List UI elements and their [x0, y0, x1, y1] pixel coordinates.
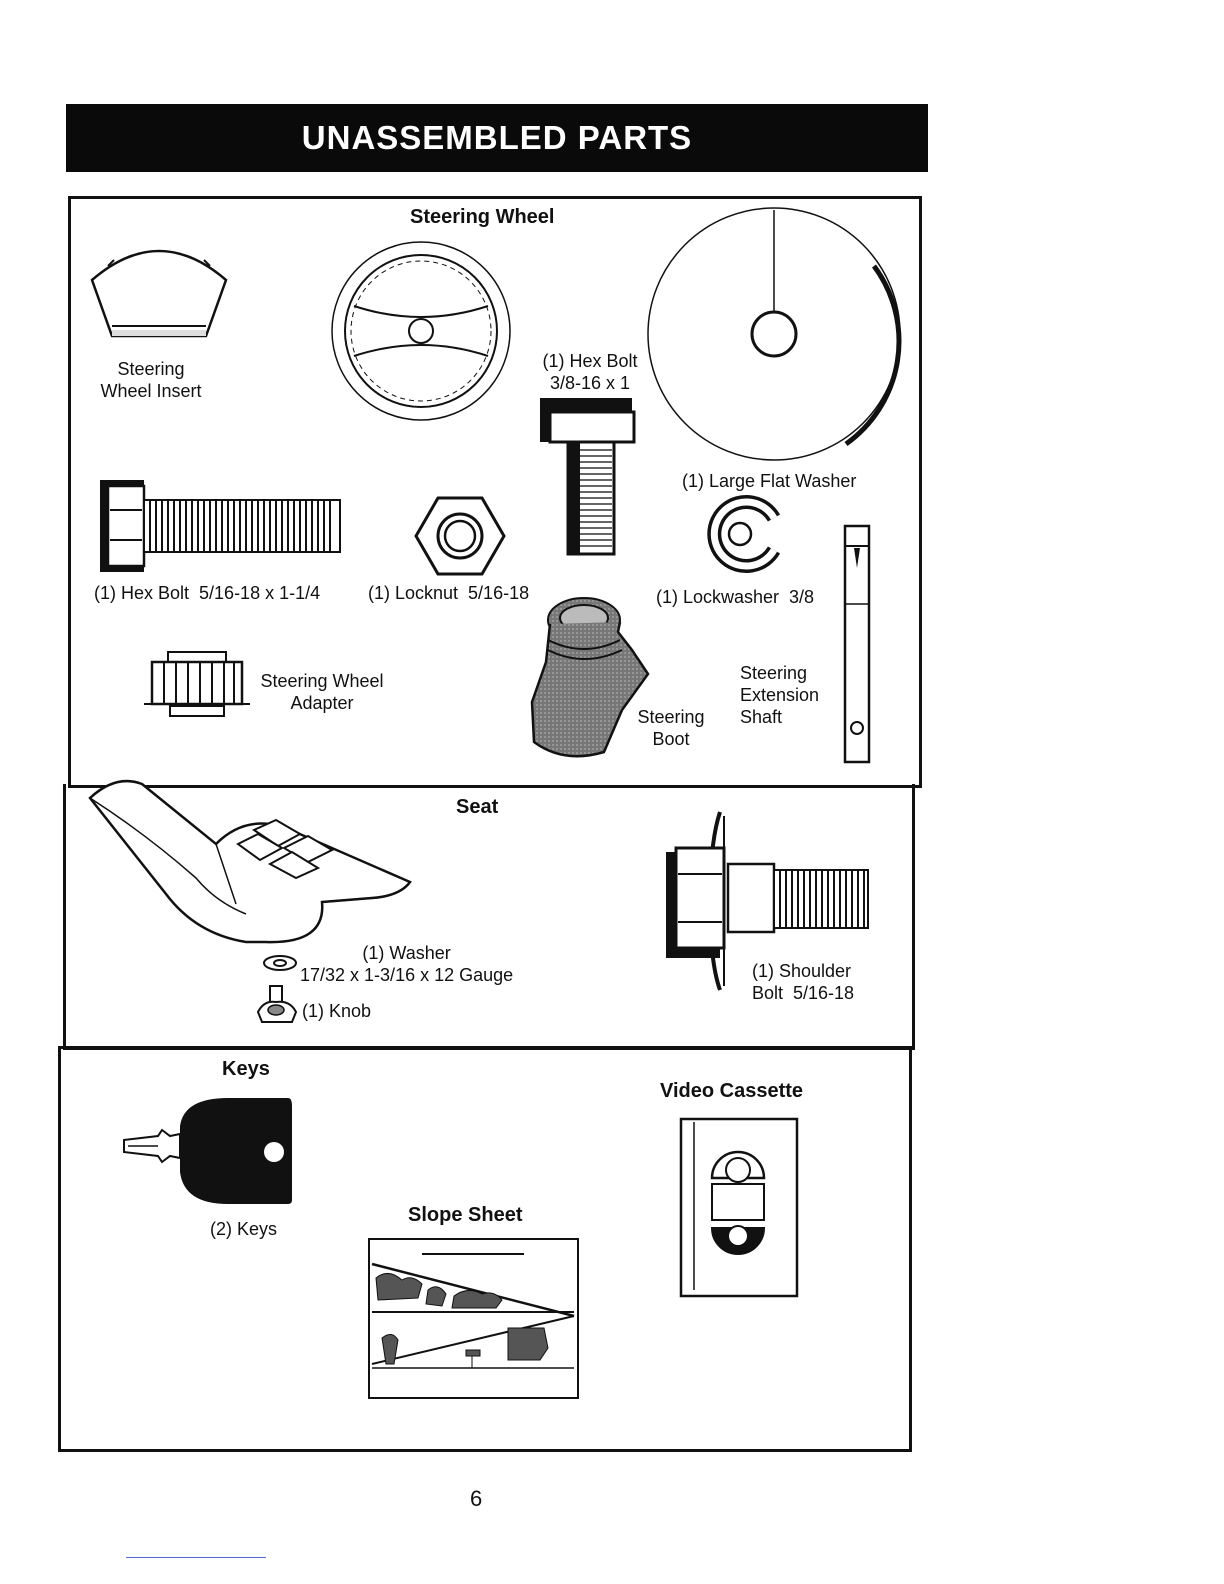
seat-washer-label: (1) Washer 17/32 x 1-3/16 x 12 Gauge: [300, 943, 514, 985]
video-cassette-heading: Video Cassette: [660, 1080, 804, 1102]
seat-illustration: [88, 779, 412, 944]
footer-divider: [126, 1557, 266, 1558]
steering-extension-shaft-label: Steering Extension Shaft: [740, 663, 820, 727]
page-number: 6: [470, 1486, 483, 1511]
steering-wheel-insert-illustration: [90, 249, 228, 338]
large-flat-washer-illustration: [647, 207, 902, 461]
locknut-label: (1) Locknut 5/16-18: [368, 583, 530, 603]
steering-extension-shaft-illustration: [843, 524, 871, 764]
hex-bolt-38-label: (1) Hex Bolt 3/8-16 x 1: [542, 351, 638, 393]
shoulder-bolt-label: (1) Shoulder Bolt 5/16-18: [752, 961, 855, 1003]
page-title: UNASSEMBLED PARTS: [66, 104, 928, 172]
slope-sheet-heading: Slope Sheet: [408, 1204, 523, 1226]
keys-panel: [58, 1046, 912, 1452]
steering-wheel-adapter-label: Steering Wheel Adapter: [260, 671, 384, 713]
keys-label: (2) Keys: [210, 1219, 278, 1239]
large-flat-washer-label: (1) Large Flat Washer: [682, 471, 857, 491]
hex-bolt-516-label: (1) Hex Bolt 5/16-18 x 1-1/4: [94, 583, 321, 603]
video-cassette-illustration: [679, 1117, 799, 1298]
steering-boot-illustration: [530, 597, 650, 758]
hex-bolt-516-illustration: [100, 480, 341, 572]
seat-heading: Seat: [456, 796, 499, 818]
lockwasher-illustration: [707, 495, 781, 573]
keys-heading: Keys: [222, 1058, 270, 1080]
lockwasher-label: (1) Lockwasher 3/8: [656, 587, 815, 607]
knob-illustration: [256, 985, 298, 1023]
steering-wheel-heading: Steering Wheel: [410, 206, 555, 228]
knob-label: (1) Knob: [302, 1001, 372, 1021]
steering-wheel-illustration: [331, 241, 511, 421]
steering-boot-label: Steering Boot: [637, 707, 705, 749]
steering-wheel-panel: [68, 196, 922, 788]
slope-sheet-illustration: [368, 1238, 579, 1399]
hex-bolt-38-illustration: [540, 398, 636, 556]
steering-wheel-insert-label: Steering Wheel Insert: [100, 359, 202, 401]
key-illustration: [123, 1098, 292, 1204]
seat-washer-illustration: [263, 955, 297, 971]
steering-wheel-adapter-illustration: [144, 651, 250, 717]
shoulder-bolt-illustration: [666, 811, 869, 991]
locknut-illustration: [414, 496, 506, 576]
